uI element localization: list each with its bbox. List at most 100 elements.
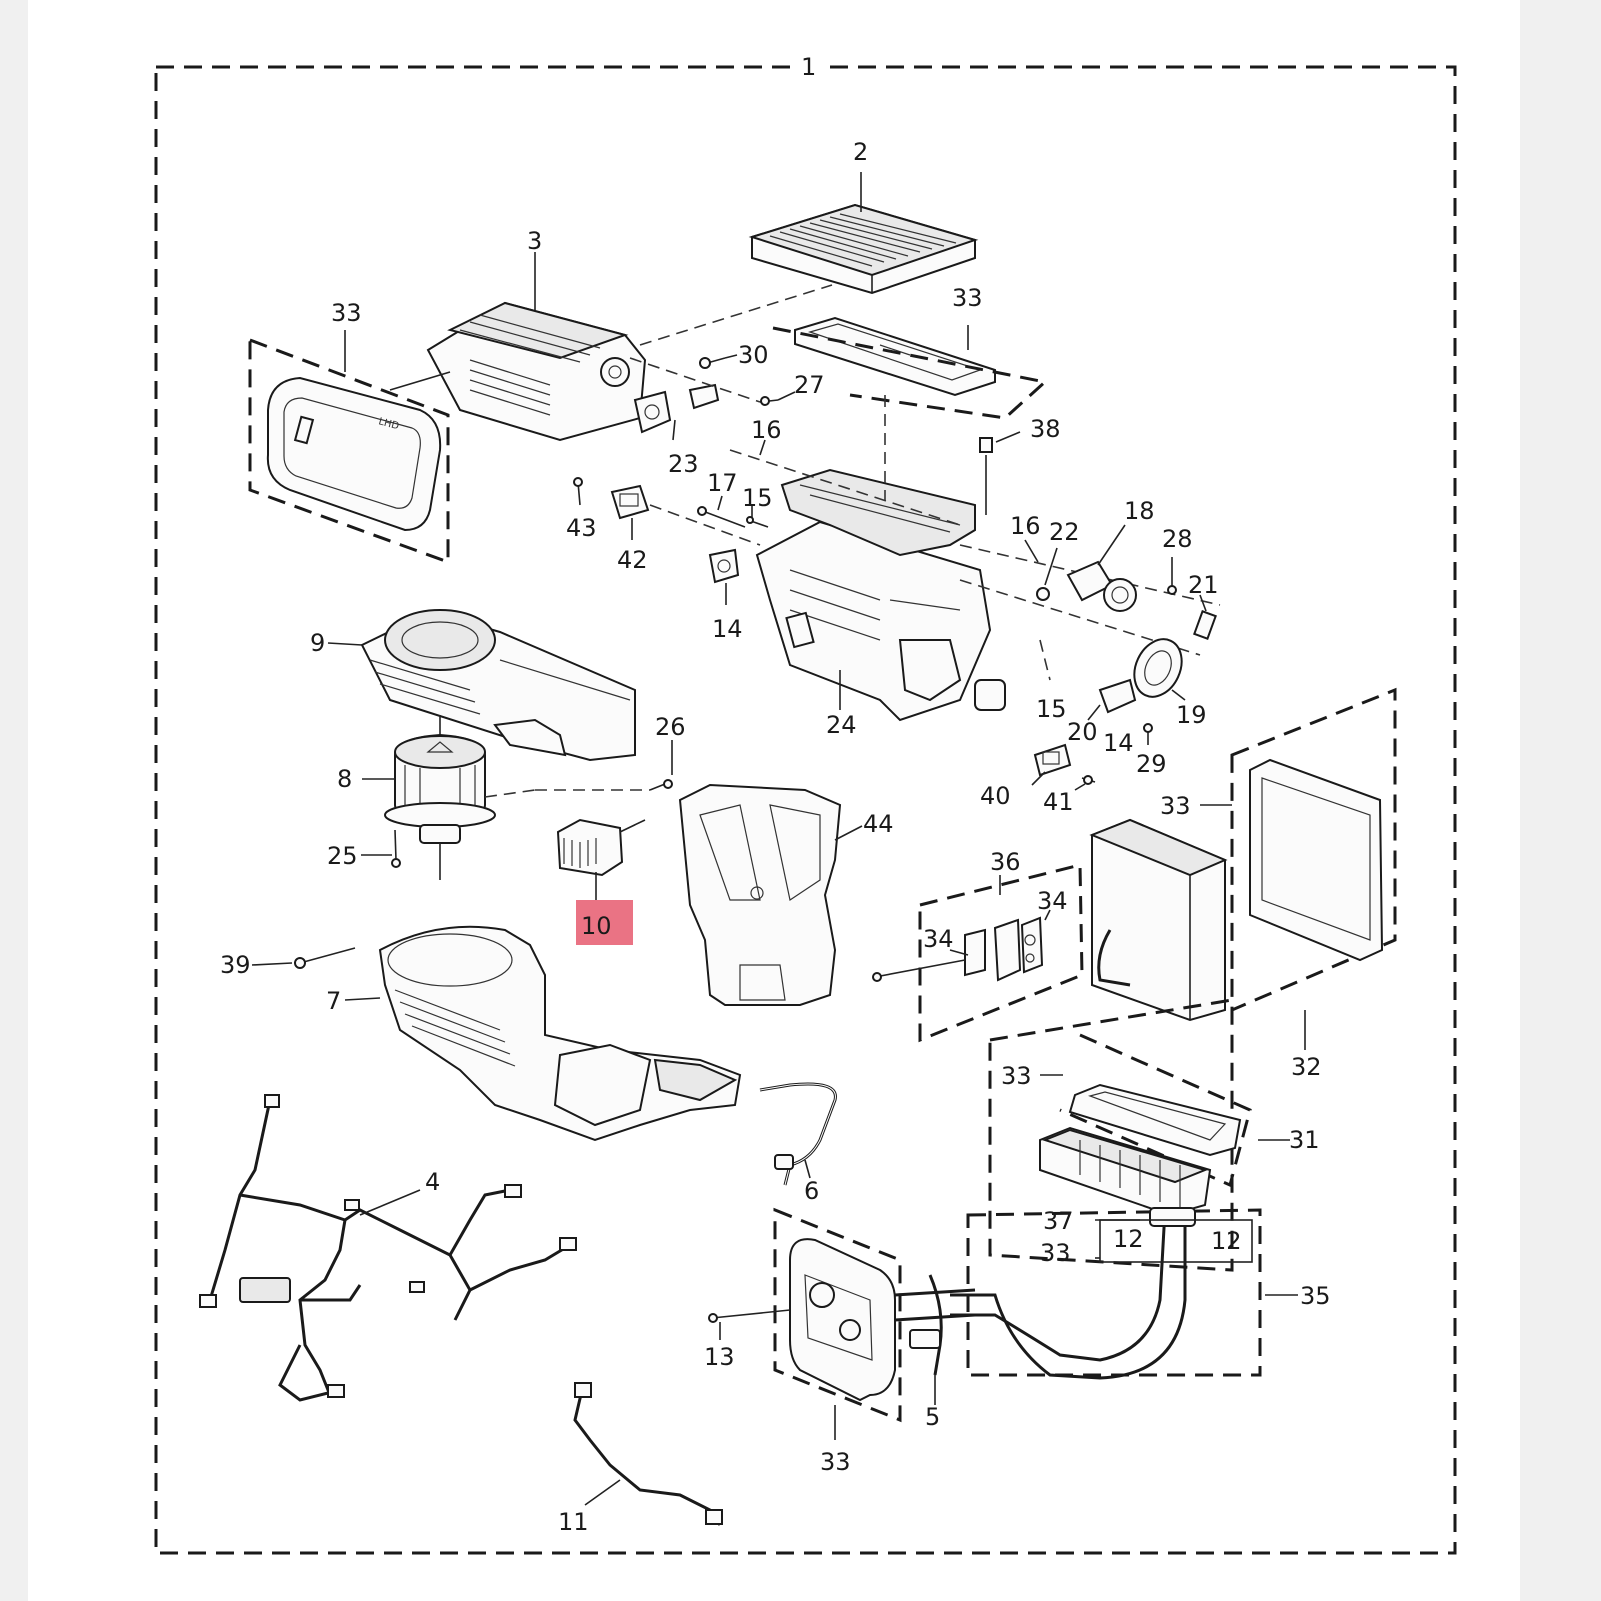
callout-33-left: 33 [331, 299, 362, 327]
callout-10-highlight [576, 900, 633, 945]
callout-33-bottom: 33 [820, 1448, 851, 1476]
callout-15-top: 15 [742, 484, 773, 512]
leader-41 [1074, 783, 1086, 791]
callout-8: 8 [337, 765, 352, 793]
leader-17 [717, 495, 723, 511]
part-heater-cover [789, 1238, 896, 1402]
part-sensor-42 [610, 484, 650, 520]
callout-9: 9 [310, 629, 325, 657]
callout-18: 18 [1124, 497, 1155, 525]
part-screw-15 [746, 516, 769, 528]
callout-4: 4 [425, 1168, 440, 1196]
part-wiring-harness [199, 1094, 577, 1402]
callout-41: 41 [1043, 788, 1074, 816]
part-heater-seal [1068, 1083, 1242, 1157]
callout-33-pipe: 33 [1040, 1239, 1071, 1267]
callout-23: 23 [668, 450, 699, 478]
part-screw-29 [1143, 723, 1153, 745]
leader-34-left [949, 949, 969, 956]
part-heater-core [1039, 1126, 1212, 1217]
callout-10: 10 [581, 912, 612, 940]
callout-15-right: 15 [1036, 695, 1067, 723]
callout-17: 17 [707, 469, 738, 497]
part-cabin-filter [748, 203, 979, 295]
part-drain-hose [759, 1082, 837, 1186]
heater-outer-boundary [988, 998, 1234, 1272]
svg-text:LHD: LHD [377, 416, 400, 432]
part-screw-28 [1167, 557, 1177, 595]
callout-16-right: 16 [1010, 512, 1041, 540]
callout-7: 7 [326, 987, 341, 1015]
part-screw-17 [697, 506, 746, 528]
part-evaporator-core [1089, 818, 1228, 1022]
callout-labels: 1 2 3 33 33 30 27 16 23 38 17 15 43 42 1… [220, 53, 1331, 1536]
callout-11: 11 [558, 1508, 589, 1536]
leader-40 [1031, 771, 1046, 786]
part-clip-22 [1036, 587, 1050, 601]
leader-18 [1097, 524, 1126, 566]
callout-14-left: 14 [712, 615, 743, 643]
leader-16-top [759, 439, 766, 456]
part-blower-lower-housing [378, 925, 742, 1142]
leader-27 [777, 391, 796, 401]
callout-43: 43 [566, 514, 597, 542]
leader-4 [359, 1189, 421, 1216]
callout-39: 39 [220, 951, 251, 979]
callout-24: 24 [826, 711, 857, 739]
callout-38: 38 [1030, 415, 1061, 443]
part-heater-pipes [950, 1207, 1196, 1380]
guide-42 [649, 504, 761, 546]
part-pipe-connectors-5 [894, 1274, 976, 1376]
part-inlet-seal: LHD [266, 376, 442, 532]
leader-20 [1087, 704, 1101, 721]
leader-7 [344, 997, 381, 1001]
callout-29: 29 [1136, 750, 1167, 778]
guide-15-right [1039, 639, 1051, 681]
callout-6: 6 [804, 1177, 819, 1205]
callout-32: 32 [1291, 1053, 1322, 1081]
callout-16-top: 16 [751, 416, 782, 444]
leader-34-right [1044, 909, 1051, 921]
heater-seal-boundary [1059, 1033, 1252, 1188]
left-margin-shade [0, 0, 28, 1601]
part-screw-26 [649, 779, 673, 791]
leader-22 [1044, 547, 1058, 586]
part-air-duct [678, 783, 842, 1006]
callout-42: 42 [617, 546, 648, 574]
part-hvac-case [755, 468, 1006, 722]
callout-33-heater: 33 [1001, 1062, 1032, 1090]
part-lever-21 [1193, 610, 1217, 640]
callout-27: 27 [794, 371, 825, 399]
callout-30: 30 [738, 341, 769, 369]
callout-37: 37 [1043, 1207, 1074, 1235]
leader-38 [995, 431, 1021, 443]
cover-group-boundary [773, 1207, 902, 1423]
part-clip-38 [979, 437, 993, 453]
part-screw-34 [872, 959, 966, 982]
leader-44 [834, 825, 863, 841]
leader-21 [1199, 594, 1207, 612]
part-air-inlet-housing [426, 301, 647, 442]
part-actuator-23 [633, 383, 720, 434]
leader-11 [584, 1479, 621, 1506]
part-screw-30 [699, 357, 726, 369]
callout-33-top: 33 [952, 284, 983, 312]
callout-34-right: 34 [1037, 887, 1068, 915]
callout-26: 26 [655, 713, 686, 741]
part-valve-bracket [964, 916, 1044, 982]
callout-34-left: 34 [923, 925, 954, 953]
callout-44: 44 [863, 810, 894, 838]
part-actuator-14 [708, 548, 740, 584]
callout-box-12 [1099, 1219, 1253, 1263]
callout-40: 40 [980, 782, 1011, 810]
callout-5: 5 [925, 1403, 940, 1431]
part-blower-resistor [556, 818, 646, 877]
part-clip-27 [759, 396, 779, 406]
right-margin-shade [1520, 0, 1601, 1601]
callout-22: 22 [1049, 518, 1080, 546]
callout-21: 21 [1188, 571, 1219, 599]
callout-25: 25 [327, 842, 358, 870]
callout-2: 2 [853, 138, 868, 166]
